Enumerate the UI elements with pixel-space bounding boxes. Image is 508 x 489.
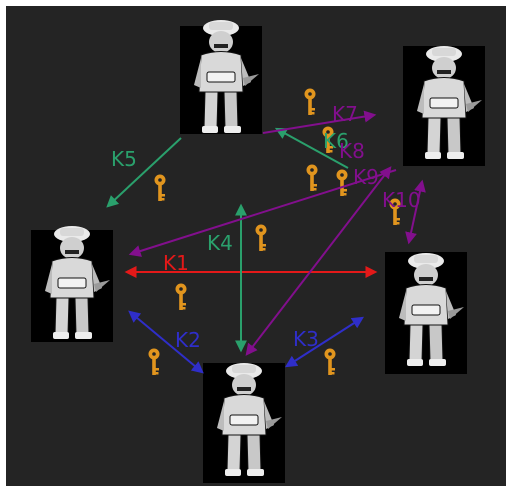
node-top-right	[403, 45, 485, 166]
edge-k5	[106, 137, 182, 208]
edge-k9	[245, 166, 392, 356]
edge-label-k9: K9	[353, 165, 379, 189]
edge-label-k7: K7	[332, 102, 358, 126]
edge-label-k5: K5	[111, 147, 137, 171]
node-bottom	[203, 362, 285, 483]
edge-label-k8: K8	[339, 139, 365, 163]
edge-k10	[405, 179, 426, 245]
edge-k6	[274, 127, 349, 169]
edge-label-k3: K3	[293, 327, 319, 351]
edge-label-k6: K6	[323, 129, 349, 153]
node-top	[180, 19, 262, 134]
edge-label-k2: K2	[175, 328, 201, 352]
edge-label-k10: K10	[382, 188, 421, 212]
edge-label-k4: K4	[207, 231, 233, 255]
node-left	[31, 225, 113, 342]
edge-k2	[128, 310, 204, 374]
node-right	[385, 252, 467, 374]
edge-k7	[262, 110, 377, 134]
edge-label-k1: K1	[163, 251, 189, 275]
